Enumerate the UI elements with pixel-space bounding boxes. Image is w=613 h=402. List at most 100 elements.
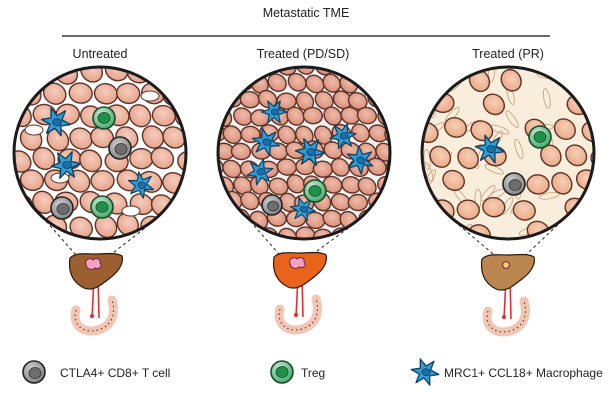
stroma-fibre — [542, 88, 551, 109]
tumor-cell — [218, 228, 226, 239]
legend-label-treg: Treg — [301, 366, 326, 380]
panel-label-untreated: Untreated — [72, 47, 128, 61]
tumor-cell — [218, 210, 236, 229]
tumor-cell — [295, 67, 315, 75]
macrophage-icon — [50, 151, 82, 179]
stroma-fibre — [424, 84, 446, 92]
stroma-fibre — [423, 149, 431, 170]
stroma-gap — [121, 205, 141, 217]
tumor-cell — [356, 106, 378, 125]
tumor-cell — [393, 69, 417, 94]
tumor-cell — [590, 94, 594, 117]
tumor-cell — [347, 193, 369, 212]
tumor-cell — [551, 172, 573, 195]
tumor-cell — [129, 147, 154, 170]
t-cell-icon — [502, 172, 526, 196]
tumor-cell — [151, 104, 176, 127]
tumor-cell — [322, 73, 341, 93]
tumor-cell — [368, 67, 389, 75]
macrophage-icon — [410, 358, 440, 386]
tumor-cell — [456, 199, 480, 220]
stroma-fibre — [514, 138, 524, 159]
t-cell-icon — [261, 194, 283, 216]
tumor-cell — [286, 174, 306, 194]
legend-label-macrophage: MRC1+ CCL18+ Macrophage — [444, 366, 603, 380]
tumor-cell — [383, 193, 390, 213]
treg-icon — [528, 125, 552, 149]
tumor-cell — [579, 221, 594, 239]
tumor-cell — [152, 67, 177, 83]
treg-icon — [90, 195, 114, 219]
liver-colon-icon — [480, 253, 535, 337]
legend-label-t-cell: CTLA4+ CD8+ T cell — [60, 366, 171, 380]
t-cell-icon — [50, 196, 74, 220]
tumor-cell — [393, 105, 417, 127]
tumor-cell — [482, 93, 506, 116]
treg-icon — [92, 106, 116, 130]
tumor-cell — [116, 82, 141, 105]
tumor-cell — [393, 175, 414, 193]
panel-label-treated-pdsd: Treated (PD/SD) — [256, 47, 350, 61]
liver-colon-icon — [272, 251, 327, 335]
tumor-cell — [79, 149, 103, 173]
tumor-cell — [222, 228, 243, 239]
tumor-cell — [443, 225, 467, 239]
tumor-cell — [186, 166, 215, 196]
tumor-cell — [222, 159, 242, 179]
tumor-cell — [230, 142, 252, 161]
tumor-cell — [323, 106, 343, 126]
tumor-cell — [429, 145, 452, 168]
tumor-cell — [330, 157, 350, 177]
tumor-cell — [162, 126, 186, 149]
tumor-cell — [68, 82, 93, 104]
tumor-cell — [185, 121, 214, 151]
tumor-cell — [175, 67, 186, 86]
stroma-fibre — [487, 67, 495, 83]
tumor-cell — [128, 104, 152, 128]
tumor-cell — [385, 158, 390, 177]
tumor-cell — [141, 125, 165, 149]
tumor-cell — [322, 175, 343, 194]
tumor-cell — [384, 89, 390, 108]
tumor-cell — [393, 140, 416, 161]
tumor-cell — [222, 67, 243, 74]
tumor-cell — [19, 169, 45, 192]
tumor-cell — [375, 74, 390, 93]
tumor-cell — [218, 75, 235, 94]
tumor-cell — [348, 67, 368, 75]
stroma-fibre — [570, 67, 585, 81]
treg-icon — [270, 360, 294, 384]
tumor-cell — [233, 107, 253, 126]
tumor-cell — [482, 196, 506, 218]
macrophage-icon — [260, 100, 288, 124]
macrophage-icon — [290, 196, 316, 222]
macrophage-icon — [251, 127, 281, 157]
tumor-cell — [351, 123, 370, 143]
tumor-cell — [69, 127, 93, 150]
panel-label-treated-pr: Treated (PR) — [472, 47, 544, 61]
macrophage-icon — [346, 145, 374, 175]
tumor-cell — [565, 144, 588, 167]
tumor-cell — [176, 194, 186, 217]
stroma-fibre — [484, 164, 504, 175]
tumor-cell — [385, 67, 390, 77]
tumor-cell — [305, 74, 325, 94]
tumor-cell — [90, 169, 115, 192]
tumor-cell — [349, 226, 370, 239]
tumor-cell — [218, 192, 224, 212]
tumor-cell — [80, 67, 104, 83]
stroma-gap — [140, 90, 160, 102]
tumor-cell — [357, 176, 377, 196]
tumor-cell — [578, 69, 594, 92]
stroma-fibre — [423, 77, 434, 98]
tumor-cell — [218, 67, 225, 76]
tumor-cell — [500, 68, 522, 92]
tme-circle-treated-pdsd — [216, 65, 417, 241]
macrophage-icon — [474, 134, 506, 164]
tumor-cell — [442, 169, 465, 191]
tumor-cell — [590, 147, 594, 169]
tumor-cell — [150, 146, 175, 170]
macrophage-icon — [329, 122, 357, 150]
tumor-cell — [457, 146, 479, 170]
